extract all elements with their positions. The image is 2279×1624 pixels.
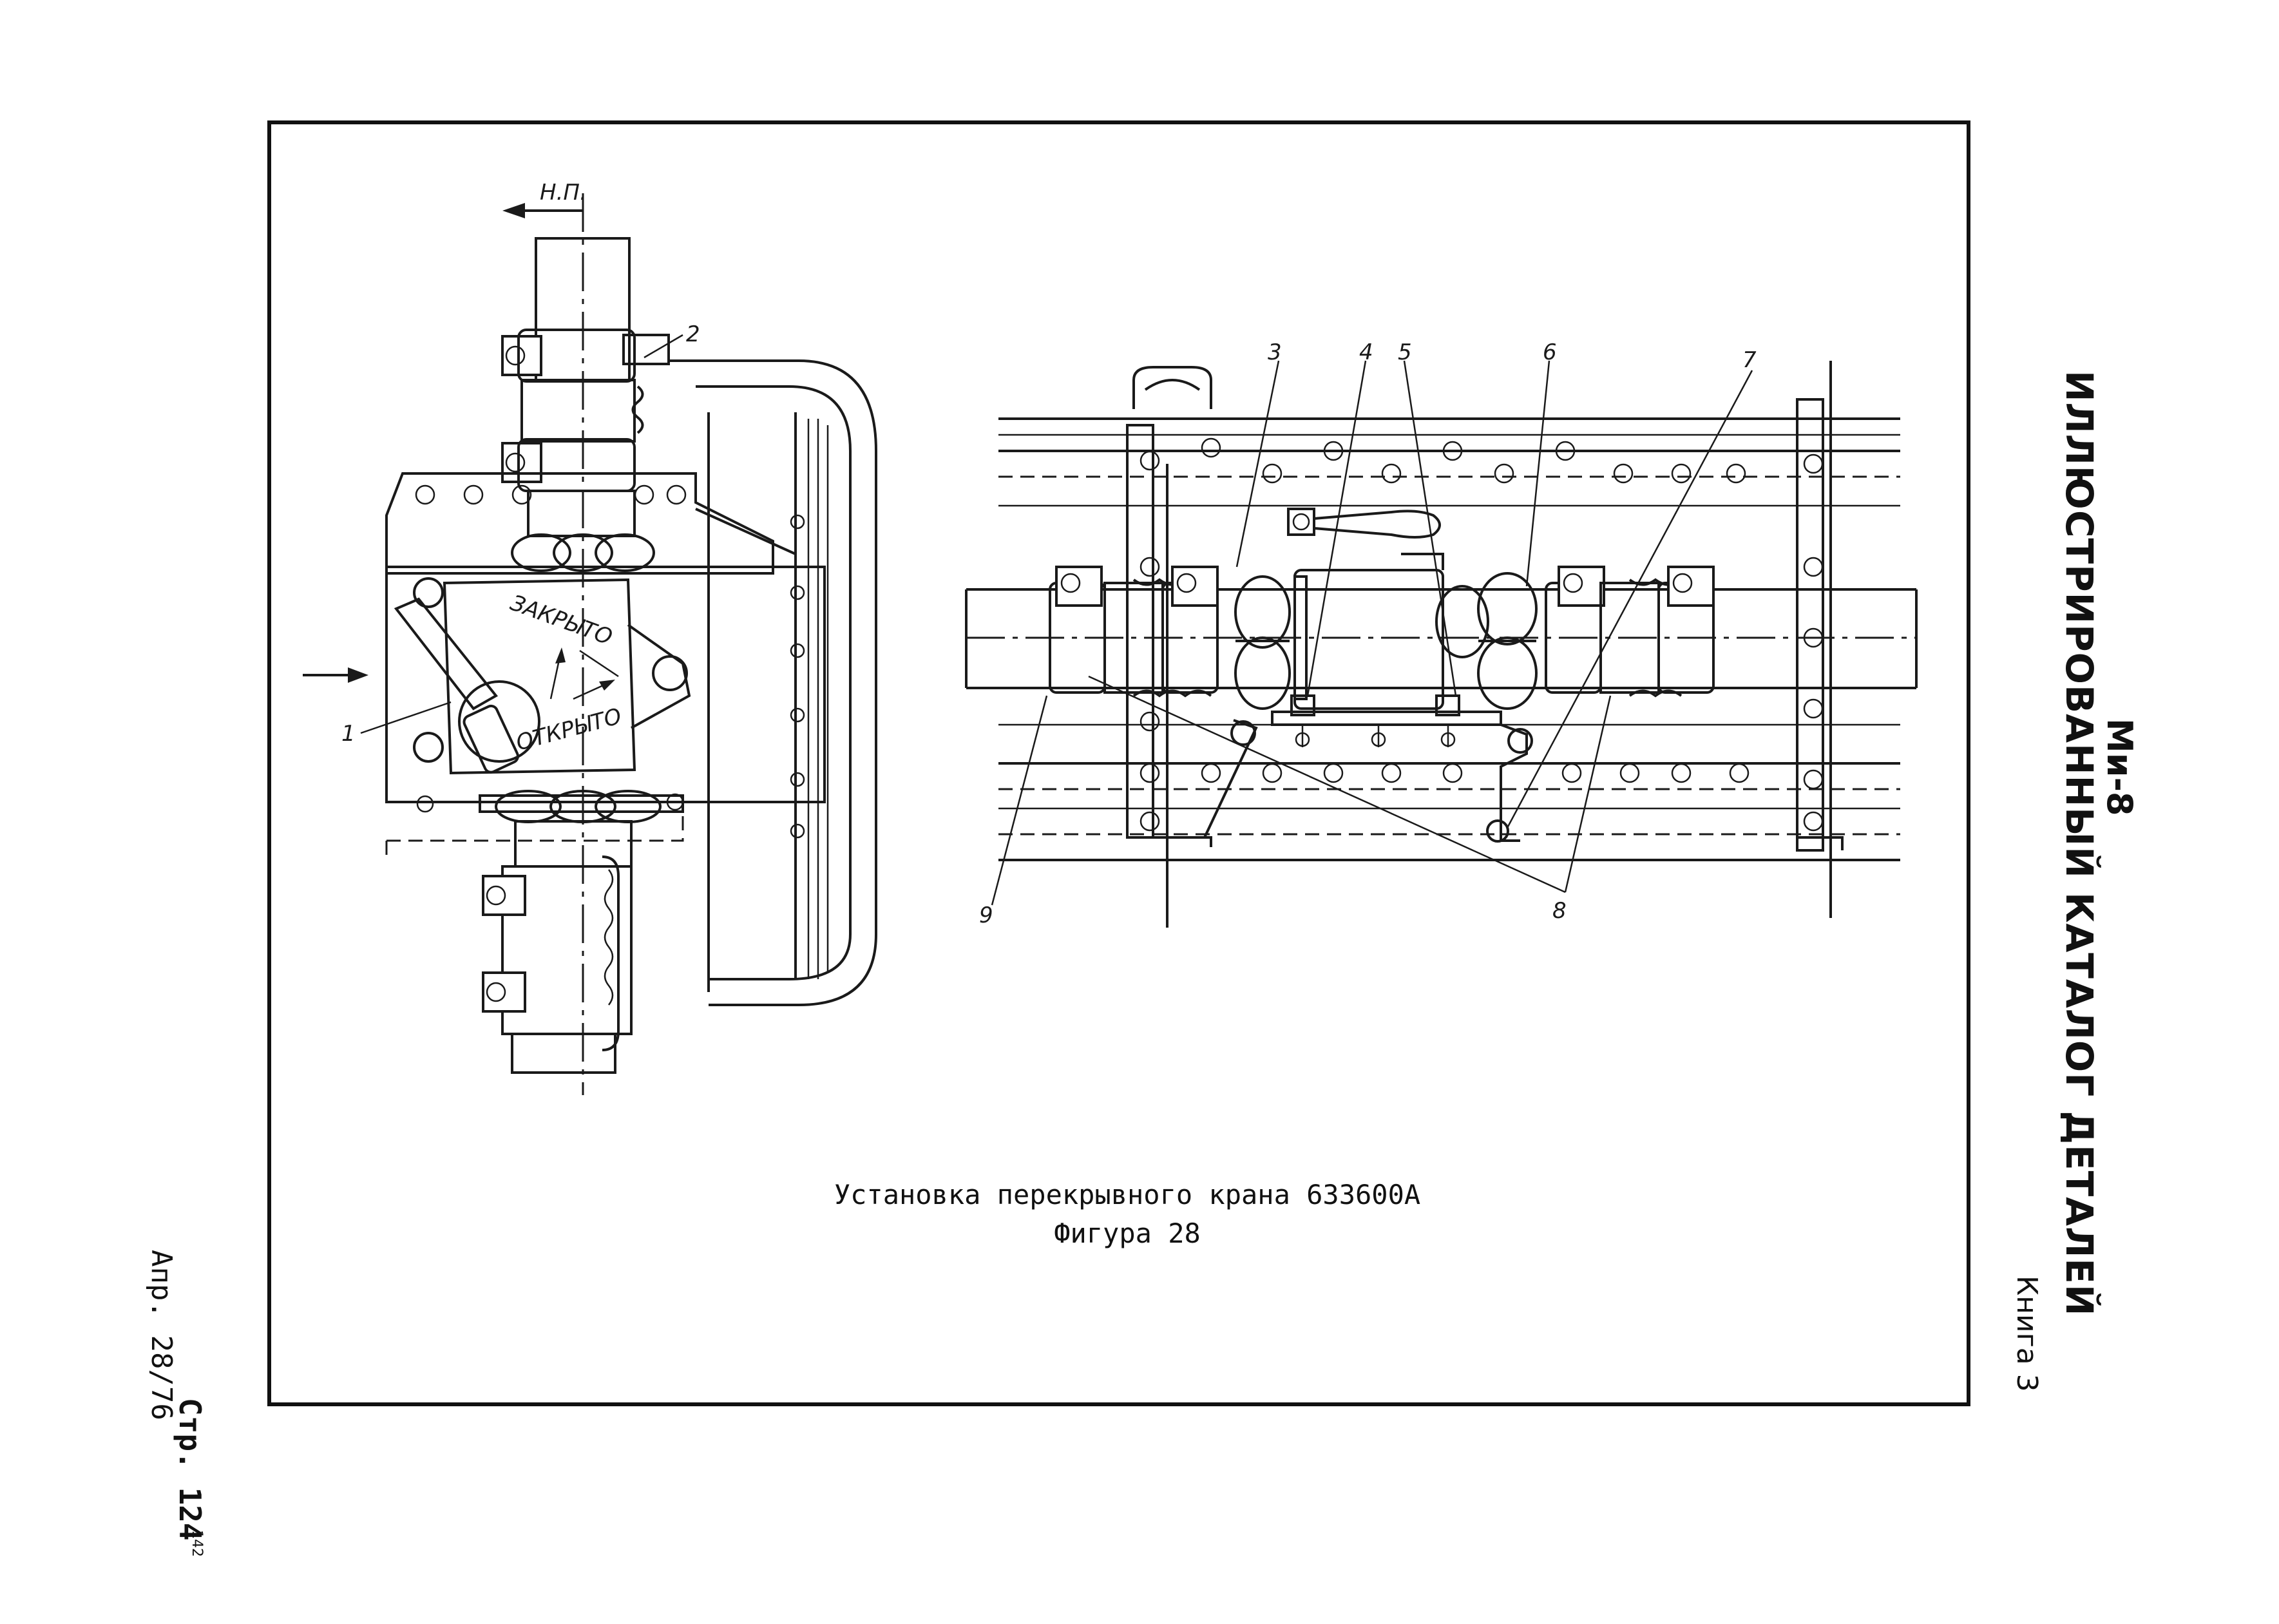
callout-1: 1 (341, 721, 356, 747)
callout-3: 3 (1268, 339, 1282, 365)
figure-number: Фигура 28 (1054, 1218, 1201, 1249)
rivet-row-bottom (1140, 627, 1824, 832)
callout-5: 5 (1398, 339, 1412, 365)
figure-title: Установка перекрывного крана 633600А (834, 1179, 1421, 1210)
callout-6: 6 (1543, 339, 1557, 365)
side-view: Н.П. (303, 180, 877, 1095)
callout-7: 7 (1742, 347, 1757, 373)
inlet-arrow-icon (303, 667, 368, 683)
aircraft-model: Ми-8 (2099, 718, 2140, 816)
top-view: 3 4 5 6 7 8 9 (965, 339, 1918, 928)
page-number: Стр. 124 (173, 1398, 207, 1541)
page-frame (267, 120, 1970, 1406)
book-number: Книга 3 (2010, 1275, 2043, 1392)
catalog-title: ИЛЛЮСТРИРОВАННЫЙ КАТАЛОГ ДЕТАЛЕЙ (2057, 370, 2101, 1317)
direction-arrow-icon (502, 203, 583, 218)
revision-date: Апр. 28/76 (145, 1250, 178, 1420)
callout-9: 9 (979, 903, 993, 928)
sheet-number: 142 (189, 1530, 205, 1557)
callout-4: 4 (1359, 339, 1373, 365)
rivet-row-top (1140, 437, 1824, 577)
callout-8: 8 (1552, 898, 1567, 924)
callout-2: 2 (686, 321, 700, 347)
valve-closed-label: ЗАКРЫТО (507, 590, 616, 651)
valve-open-label: ОТКРЫТО (513, 703, 624, 756)
direction-label: Н.П. (540, 180, 587, 205)
